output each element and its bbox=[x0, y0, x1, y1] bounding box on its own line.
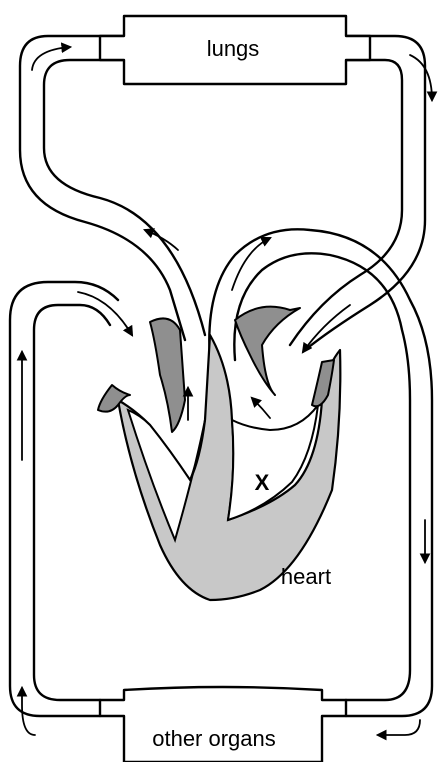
heart-label: heart bbox=[281, 564, 331, 589]
pulmonary-vessel-inner bbox=[44, 60, 205, 335]
arrow-heart-right bbox=[252, 398, 270, 418]
lungs-label: lungs bbox=[207, 36, 260, 61]
left-valve bbox=[150, 318, 185, 432]
vena-cava-outer bbox=[10, 282, 118, 716]
pulmonary-vein-inner bbox=[290, 60, 402, 345]
chamber-x-label: X bbox=[255, 470, 270, 495]
lungs-organ: lungs bbox=[100, 16, 370, 84]
arrow-pulmonary-top-right bbox=[410, 55, 432, 100]
arrow-aorta-bottom bbox=[378, 720, 420, 735]
other-organs-label: other organs bbox=[152, 726, 276, 751]
arrow-vena-cava-entry bbox=[78, 292, 132, 335]
right-valve bbox=[235, 307, 300, 395]
other-organs: other organs bbox=[100, 687, 346, 762]
arrow-vena-cava-bottom bbox=[22, 688, 35, 735]
vena-cava-inner bbox=[34, 305, 110, 700]
